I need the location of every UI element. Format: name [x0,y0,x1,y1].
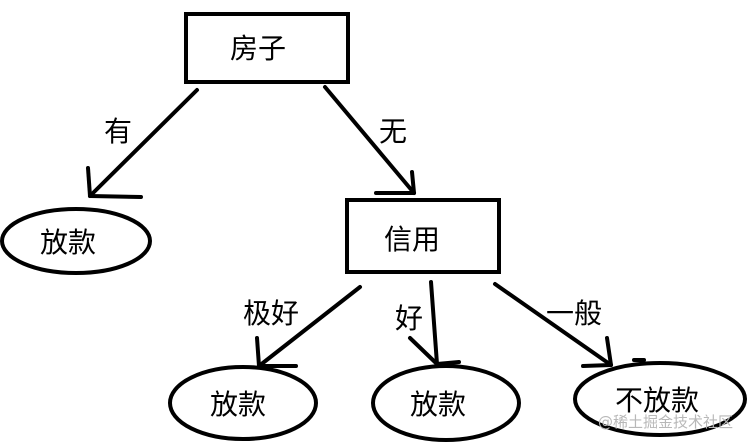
node-loan-excellent: 放款 [168,365,318,441]
node-no-loan-label: 不放款 [615,384,699,417]
edge-label-no: 无 [379,115,407,148]
node-credit-box [345,198,501,274]
node-loan-excellent-label: 放款 [210,388,266,421]
node-loan-yes-label: 放款 [40,226,96,259]
edge-credit-average-arrow [493,282,646,368]
watermark-text: @稀土掘金技术社区 [598,413,733,431]
node-house-box [184,12,350,84]
node-loan-excellent-ellipse [168,365,318,441]
edge-label-average: 一般 [546,297,602,330]
node-no-loan-ellipse [573,361,747,437]
edge-label-excellent: 极好 [243,297,299,330]
node-no-loan: 不放款 [573,361,747,437]
edge-root-no-arrow [323,85,416,195]
node-house-label: 房子 [230,32,286,65]
node-credit: 信用 [345,198,501,274]
node-loan-yes-ellipse [0,207,152,275]
edge-label-good: 好 [395,302,423,335]
edge-label-yes: 有 [104,115,132,148]
node-loan-good-ellipse [371,364,521,442]
edge-credit-excellent-arrow [255,285,362,368]
node-loan-good: 放款 [371,364,521,442]
node-credit-label: 信用 [384,223,440,256]
node-loan-yes: 放款 [0,207,152,275]
edge-root-yes-arrow [86,88,199,199]
node-house: 房子 [184,12,350,84]
node-loan-good-label: 放款 [410,388,466,421]
edge-credit-good-arrow [408,280,461,366]
